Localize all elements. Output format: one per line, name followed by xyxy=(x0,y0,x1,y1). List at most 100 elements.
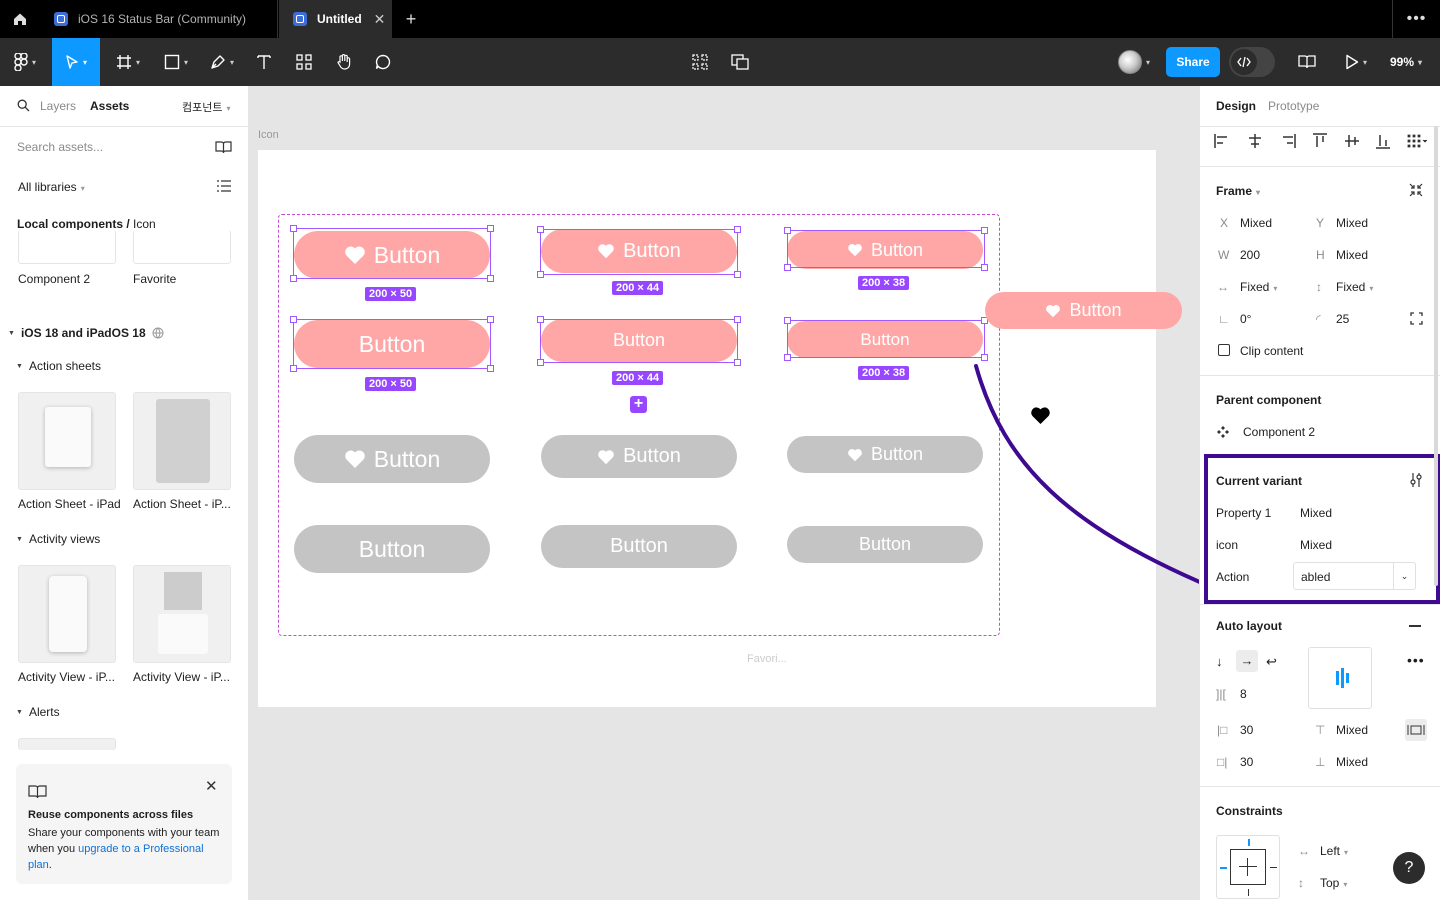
main-menu-icon[interactable]: ▾ xyxy=(4,38,46,86)
resize-handle[interactable] xyxy=(734,226,741,233)
height-field[interactable]: Mixed xyxy=(1336,248,1369,262)
resize-handle[interactable] xyxy=(487,275,494,282)
button-variant[interactable]: Button xyxy=(541,319,737,362)
action-sheet-ipad-thumbnail[interactable] xyxy=(18,392,116,490)
grid-layout-icon[interactable] xyxy=(688,38,712,86)
hand-tool-icon[interactable] xyxy=(332,38,356,86)
new-tab-icon[interactable]: + xyxy=(405,8,417,29)
button-variant[interactable]: Button xyxy=(787,526,983,563)
resize-handle[interactable] xyxy=(981,264,988,271)
list-view-icon[interactable] xyxy=(217,180,231,192)
remove-auto-layout-icon[interactable] xyxy=(1409,625,1421,627)
tab-assets[interactable]: Assets xyxy=(90,99,130,113)
canvas[interactable]: Icon Button Button Button Button Button … xyxy=(249,86,1199,900)
property-1-value[interactable]: Mixed xyxy=(1300,506,1333,520)
parent-component-link[interactable]: Component 2 xyxy=(1243,425,1316,439)
more-options-icon[interactable]: ••• xyxy=(1407,652,1425,668)
button-variant[interactable]: Button xyxy=(294,320,490,368)
padding-left-field[interactable]: 30 xyxy=(1240,723,1254,737)
wrap-icon[interactable]: ↩ xyxy=(1266,654,1277,669)
align-horizontal-center-icon[interactable] xyxy=(1247,134,1263,148)
library-book-icon[interactable] xyxy=(1295,38,1319,86)
align-vertical-center-icon[interactable] xyxy=(1344,133,1359,149)
direction-horizontal-icon[interactable]: → xyxy=(1236,650,1258,672)
resize-handle[interactable] xyxy=(784,264,791,271)
x-field[interactable]: Mixed xyxy=(1240,216,1273,230)
rotation-field[interactable]: 0° xyxy=(1240,312,1252,326)
distribute-icon[interactable] xyxy=(1407,134,1429,148)
button-instance[interactable]: Button xyxy=(985,292,1182,329)
resize-handle[interactable] xyxy=(290,365,297,372)
text-tool-icon[interactable] xyxy=(252,38,276,86)
resize-handle[interactable] xyxy=(734,359,741,366)
button-variant[interactable]: Button xyxy=(294,435,490,483)
move-tool-icon[interactable]: ▾ xyxy=(52,38,100,86)
resize-handle[interactable] xyxy=(734,316,741,323)
user-avatar[interactable]: ▾ xyxy=(1110,38,1158,86)
close-icon[interactable]: ✕ xyxy=(205,778,218,795)
resize-handle[interactable] xyxy=(487,225,494,232)
resize-handle[interactable] xyxy=(981,354,988,361)
button-variant[interactable]: Button xyxy=(787,436,983,473)
comment-tool-icon[interactable] xyxy=(371,38,395,86)
corner-radius-field[interactable]: 25 xyxy=(1336,312,1350,326)
resize-handle[interactable] xyxy=(537,359,544,366)
resize-handle[interactable] xyxy=(734,271,741,278)
width-field[interactable]: 200 xyxy=(1240,248,1261,262)
padding-top-field[interactable]: Mixed xyxy=(1336,723,1369,737)
section-activity-views[interactable]: ▼ Activity views xyxy=(16,532,100,546)
tab-ios16-status-bar[interactable]: iOS 16 Status Bar (Community) xyxy=(40,0,278,38)
button-variant[interactable]: Button xyxy=(541,525,737,568)
favorite-thumbnail[interactable] xyxy=(133,230,231,264)
resize-handle[interactable] xyxy=(981,227,988,234)
frame-tool-icon[interactable]: ▾ xyxy=(108,38,148,86)
padding-bottom-field[interactable]: Mixed xyxy=(1336,755,1369,769)
button-variant[interactable]: Button xyxy=(787,321,983,358)
section-action-sheets[interactable]: ▼ Action sheets xyxy=(16,359,101,373)
favorite-frame-label[interactable]: Favori... xyxy=(747,653,787,665)
collapse-frame-icon[interactable] xyxy=(1409,183,1423,197)
component-2-thumbnail[interactable] xyxy=(18,230,116,264)
resize-handle[interactable] xyxy=(487,365,494,372)
present-play-icon[interactable]: ▾ xyxy=(1338,38,1374,86)
vertical-constraint-dropdown[interactable]: Top▾ xyxy=(1320,876,1348,890)
button-variant[interactable]: Button xyxy=(541,229,737,273)
align-left-icon[interactable] xyxy=(1214,134,1230,148)
align-top-icon[interactable] xyxy=(1313,133,1328,149)
breadcrumb-root[interactable]: Local components / xyxy=(17,217,130,231)
heart-icon[interactable] xyxy=(1030,406,1051,425)
constraint-top-active[interactable] xyxy=(1248,839,1250,846)
tab-prototype[interactable]: Prototype xyxy=(1268,99,1320,113)
help-icon[interactable]: ? xyxy=(1393,852,1425,884)
clip-content-checkbox[interactable] xyxy=(1218,344,1230,356)
icon-property-value[interactable]: Mixed xyxy=(1300,538,1333,552)
frame-section-title[interactable]: Frame▾ xyxy=(1216,184,1261,198)
constraint-right[interactable] xyxy=(1270,867,1277,868)
tab-layers[interactable]: Layers xyxy=(40,99,77,113)
alert-thumbnail[interactable] xyxy=(18,738,116,750)
home-icon[interactable] xyxy=(0,0,40,38)
pen-tool-icon[interactable]: ▾ xyxy=(202,38,242,86)
independent-padding-icon[interactable] xyxy=(1405,719,1427,741)
alignment-grid[interactable] xyxy=(1308,647,1372,709)
variant-settings-icon[interactable] xyxy=(1410,473,1422,487)
align-bottom-icon[interactable] xyxy=(1375,133,1390,149)
search-assets-input[interactable]: Search assets... xyxy=(17,140,104,154)
button-variant[interactable]: Button xyxy=(294,525,490,573)
add-variant-icon[interactable]: + xyxy=(630,396,647,413)
all-libraries-dropdown[interactable]: All libraries▾ xyxy=(18,180,85,194)
zoom-dropdown[interactable]: 99% ▾ xyxy=(1389,55,1423,69)
action-sheet-iphone-thumbnail[interactable] xyxy=(133,392,231,490)
filter-dropdown[interactable]: 컴포넌트▾ xyxy=(182,102,231,114)
scrollbar[interactable] xyxy=(1434,126,1438,586)
component-set-icon[interactable] xyxy=(728,38,752,86)
close-tab-icon[interactable]: ✕ xyxy=(373,10,386,27)
share-button[interactable]: Share xyxy=(1166,47,1220,77)
tab-design[interactable]: Design xyxy=(1216,99,1257,113)
width-mode-dropdown[interactable]: Fixed▾ xyxy=(1240,280,1278,294)
library-book-icon[interactable] xyxy=(215,141,232,154)
constraints-widget[interactable] xyxy=(1216,835,1280,899)
activity-view-thumbnail[interactable] xyxy=(133,565,231,663)
horizontal-constraint-dropdown[interactable]: Left▾ xyxy=(1320,844,1349,858)
constraint-left-active[interactable] xyxy=(1220,867,1227,869)
